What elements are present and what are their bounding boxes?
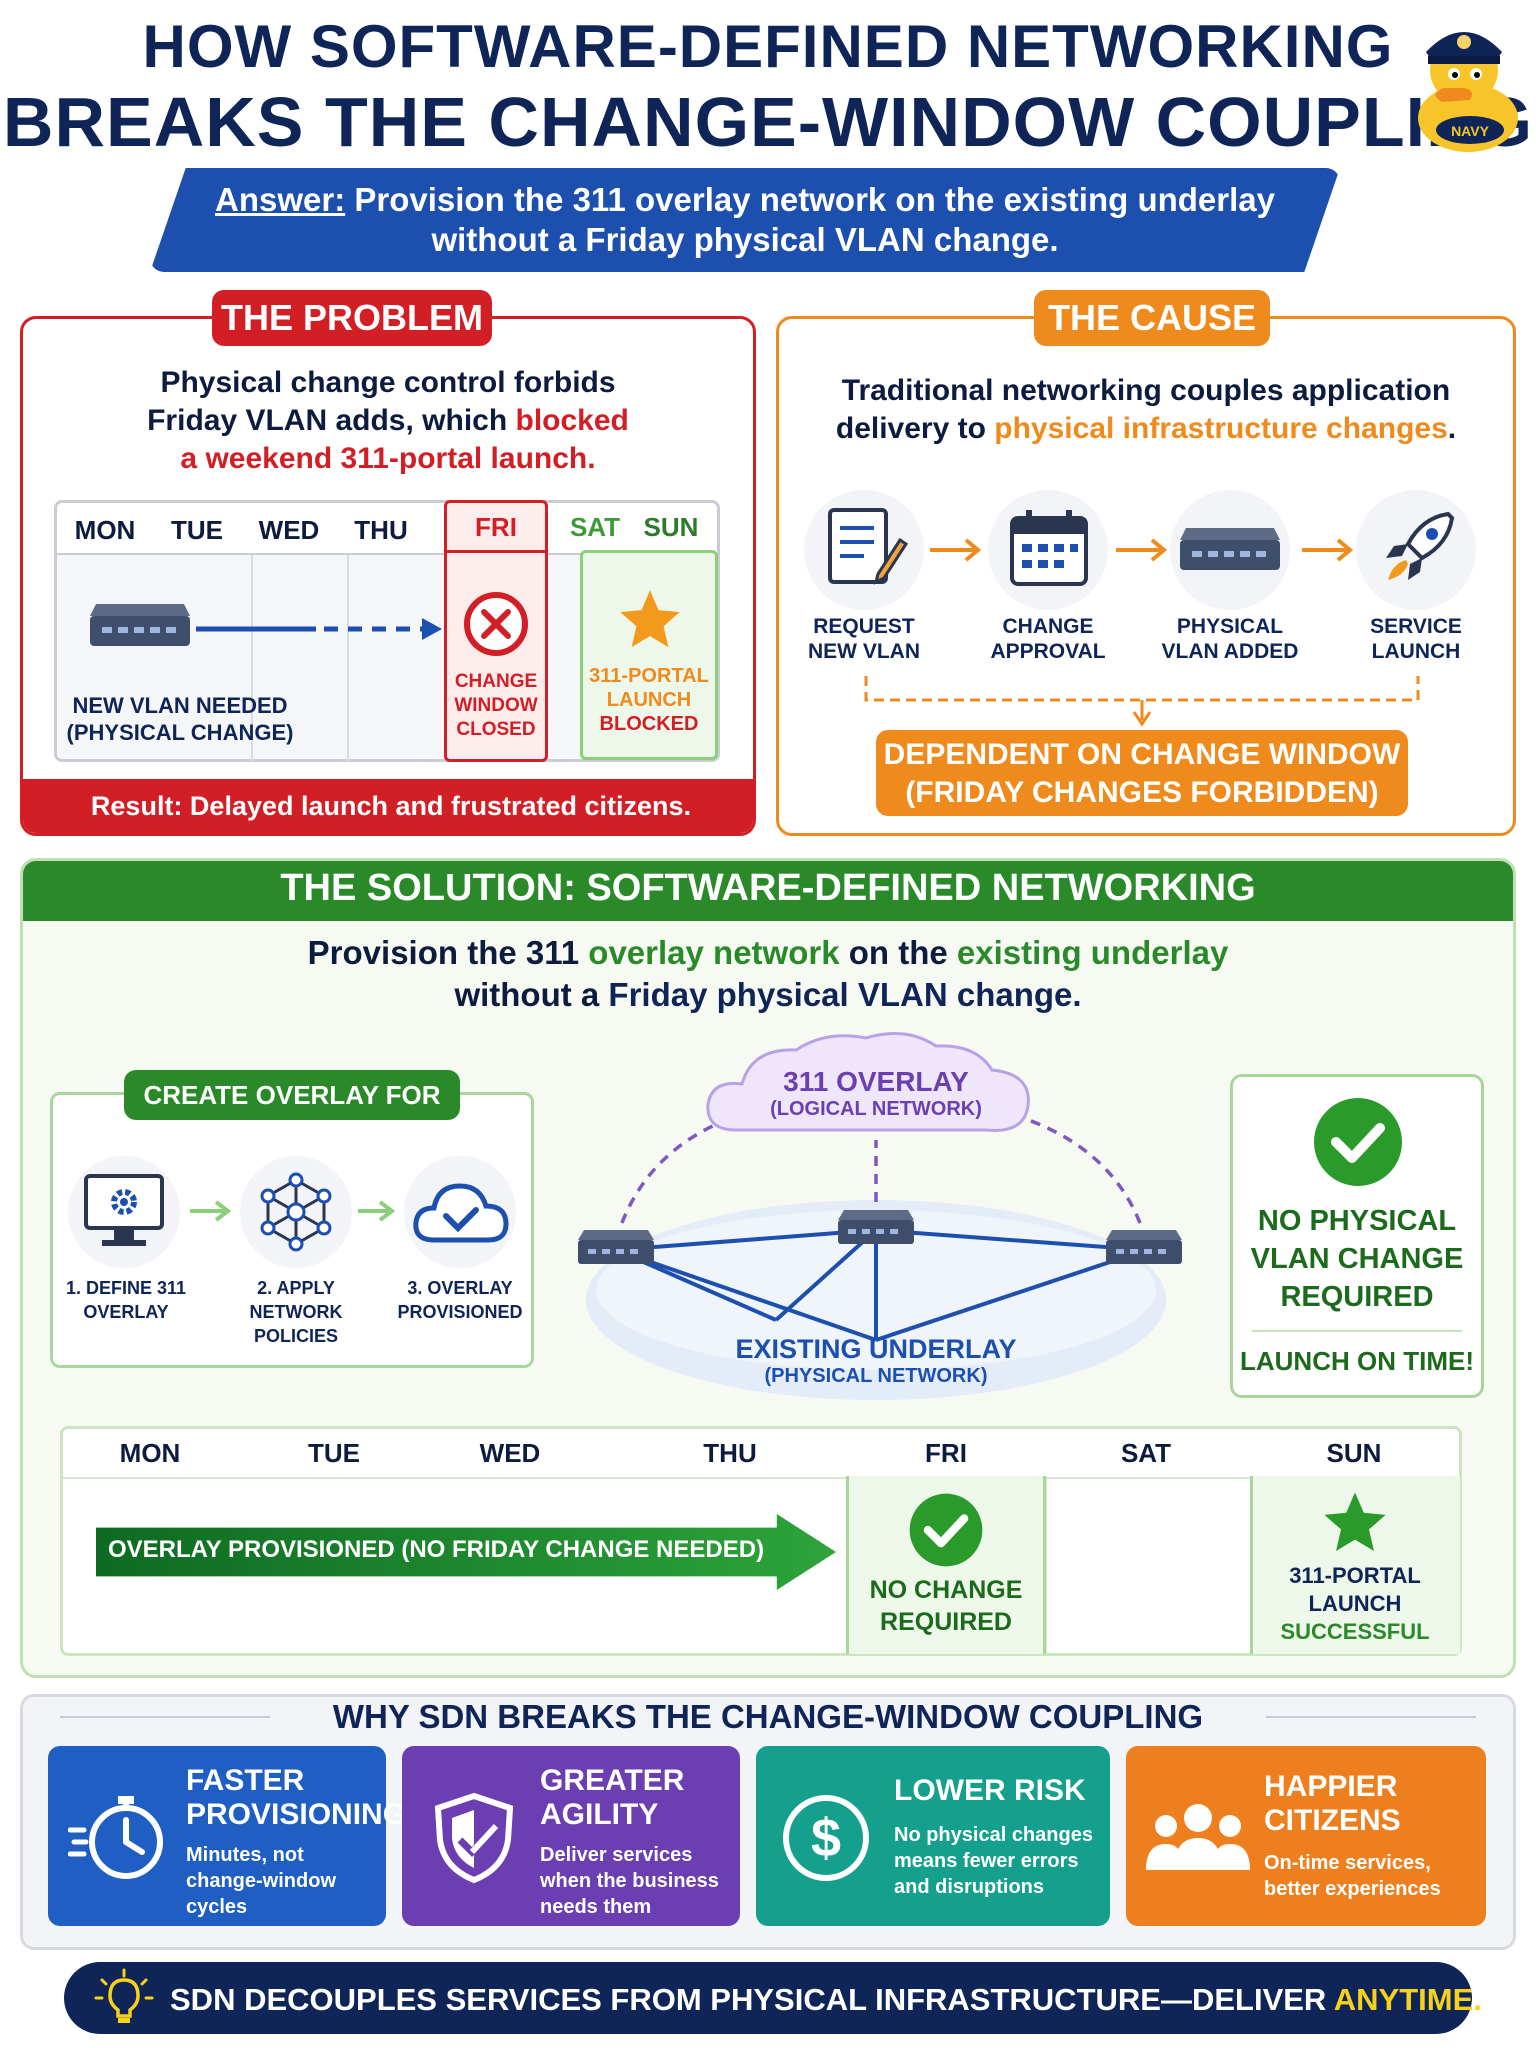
new-vlan-needed-label: NEW VLAN NEEDED(PHYSICAL CHANGE)	[66, 693, 294, 745]
card-2-title-1: GREATER	[540, 1764, 685, 1797]
problem-day-tue: TUE	[171, 515, 223, 545]
cause-flow-arrows	[930, 538, 1354, 562]
create-overlay-heading: CREATE OVERLAY FOR 311	[124, 1070, 460, 1160]
network-policy-icon	[260, 1172, 332, 1252]
blocked-x-icon	[464, 592, 528, 656]
title-line-1: HOW SOFTWARE-DEFINED NETWORKING	[142, 13, 1394, 80]
solution-description: Provision the 311 overlay network on the…	[307, 934, 1229, 1013]
network-switch-icon	[90, 604, 190, 646]
answer-banner: Answer: Provision the 311 overlay networ…	[150, 168, 1340, 272]
sun-star-icon	[1324, 1492, 1386, 1551]
cause-description: Traditional networking couples applicati…	[786, 372, 1506, 448]
problem-line-1: Physical change control forbids	[160, 366, 616, 399]
cloud-check-icon	[413, 1183, 509, 1243]
solution-day-thu: THU	[703, 1438, 757, 1468]
calendar-icon	[1010, 510, 1088, 586]
overlay-cloud-label: 311 OVERLAY(LOGICAL NETWORK)	[770, 1066, 982, 1120]
answer-line-2: without a Friday physical VLAN change.	[431, 221, 1059, 258]
solution-day-wed: WED	[479, 1438, 541, 1468]
star-icon	[620, 590, 680, 648]
people-group-icon	[1146, 1804, 1250, 1870]
navy-duck-mascot-icon: NAVY	[1418, 32, 1518, 152]
request-form-icon	[828, 508, 909, 585]
launch-on-time-label: LAUNCH ON TIME!	[1240, 1346, 1474, 1376]
dependency-bracket	[864, 676, 1420, 727]
card-2-title-2: AGILITY	[540, 1798, 659, 1831]
problem-line-2b: blocked	[515, 404, 629, 437]
mascot-badge: NAVY	[1451, 123, 1490, 139]
problem-line-2a: Friday VLAN adds, which	[147, 404, 516, 437]
problem-result: Result: Delayed launch and frustrated ci…	[90, 791, 692, 821]
solution-day-mon: MON	[119, 1438, 181, 1468]
fri-check-icon	[909, 1493, 983, 1567]
stopwatch-icon	[68, 1796, 163, 1879]
solution-day-sat: SAT	[1120, 1438, 1172, 1468]
problem-description: Physical change control forbids Friday V…	[60, 364, 716, 478]
problem-day-sat: SAT	[569, 512, 621, 542]
check-circle-icon	[1314, 1098, 1402, 1186]
problem-weekend-column	[580, 550, 718, 760]
lightbulb-icon	[94, 1968, 154, 2023]
card-1-title-1: FASTER	[186, 1764, 305, 1797]
solution-day-sun: SUN	[1326, 1438, 1382, 1468]
solution-heading: THE SOLUTION: SOFTWARE-DEFINED NETWORKIN…	[280, 867, 1256, 909]
card-4-title-1: HAPPIER	[1264, 1770, 1398, 1803]
overlay-underlay-diagram	[578, 1032, 1182, 1400]
dollar-circle-icon: $	[783, 1795, 869, 1881]
problem-day-wed: WED	[258, 515, 320, 545]
footer-banner	[64, 1962, 1472, 2034]
solution-day-fri: FRI	[925, 1438, 967, 1468]
monitor-gear-icon	[84, 1174, 164, 1246]
overlay-provisioned-label: OVERLAY PROVISIONED (NO FRIDAY CHANGE NE…	[107, 1536, 765, 1563]
shield-icon	[434, 1792, 514, 1884]
answer-label: Answer:	[215, 181, 346, 218]
problem-day-sun: SUN	[643, 512, 699, 542]
solution-day-tue: TUE	[308, 1438, 360, 1468]
dependent-on-change-window: DEPENDENT ON CHANGE WINDOW(FRIDAY CHANGE…	[876, 730, 1408, 816]
card-1-title-2: PROVISIONING	[186, 1798, 407, 1831]
dashed-arrow	[196, 618, 442, 640]
svg-text:$: $	[811, 1808, 841, 1868]
card-3-title-1: LOWER RISK	[894, 1774, 1086, 1807]
footer-text: SDN DECOUPLES SERVICES FROM PHYSICAL INF…	[170, 1982, 1482, 2017]
problem-day-fri: FRI	[475, 512, 517, 542]
problem-heading: THE PROBLEM	[212, 290, 492, 346]
underlay-label: EXISTING UNDERLAY(PHYSICAL NETWORK)	[735, 1334, 1017, 1387]
card-4-title-2: CITIZENS	[1264, 1804, 1401, 1837]
problem-day-thu: THU	[354, 515, 408, 545]
physical-switch-icon	[1180, 528, 1280, 570]
problem-line-3: a weekend 311-portal launch.	[180, 442, 596, 475]
problem-day-mon: MON	[74, 515, 136, 545]
answer-line-1: Provision the 311 overlay network on the…	[354, 181, 1275, 218]
cause-line-1: Traditional networking couples applicati…	[841, 374, 1451, 407]
why-heading: WHY SDN BREAKS THE CHANGE-WINDOW COUPLIN…	[270, 1698, 1266, 1736]
cause-heading: THE CAUSE	[1034, 290, 1270, 346]
rocket-icon	[1386, 511, 1455, 580]
create-flow-arrows	[190, 1200, 396, 1222]
title-line-2: BREAKS THE CHANGE-WINDOW COUPLING	[2, 83, 1534, 161]
